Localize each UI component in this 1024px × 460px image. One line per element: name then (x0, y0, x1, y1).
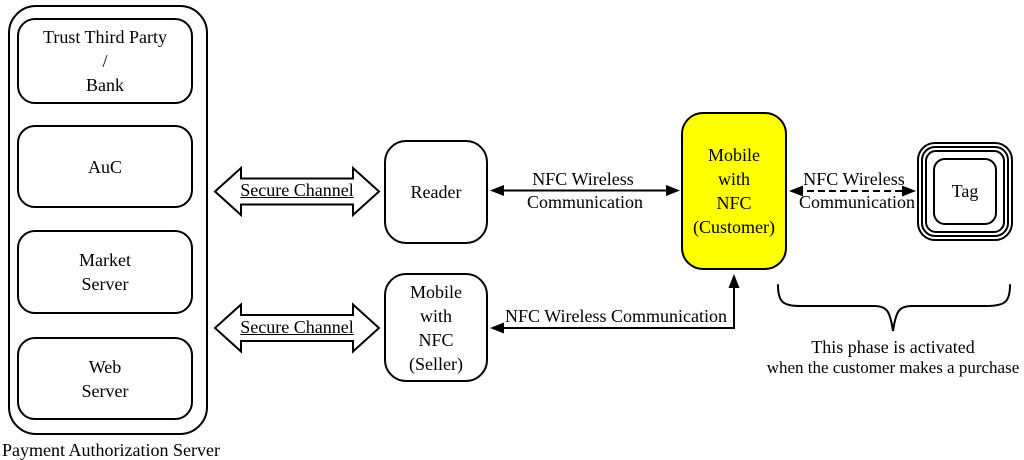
trust-third-party-bank-box: Trust Third Party / Bank (17, 18, 193, 104)
tag-ring-1: Tag (921, 146, 1009, 237)
reader-label: Reader (410, 182, 462, 202)
bank-line: Bank (86, 75, 124, 95)
phase-note-line2: when the customer makes a purchase (766, 358, 1020, 377)
mobile-customer-line4: (Customer) (693, 217, 775, 237)
payment-authorization-server-caption: Payment Authorization Server (2, 440, 220, 460)
customer-tag-label-line2: Communication (799, 192, 915, 212)
secure-channel-bottom-label: Secure Channel (240, 317, 354, 337)
web-server-line1: Web (88, 356, 122, 377)
mobile-customer-box: Mobile with NFC (Customer) (681, 112, 787, 270)
mobile-customer-line1: Mobile (708, 145, 760, 165)
customer-tag-label-line1: NFC Wireless (803, 169, 905, 189)
phase-note-line1: This phase is activated (811, 337, 975, 357)
reader-box: Reader (384, 140, 488, 244)
web-server-line2: Server (81, 380, 129, 401)
market-server-line2: Server (81, 274, 129, 294)
tag-inner-box: Tag (933, 158, 997, 225)
auc-box: AuC (17, 125, 193, 208)
reader-customer-label-line2: Communication (527, 192, 643, 212)
mobile-seller-line2: with (419, 305, 452, 326)
mobile-seller-line3: NFC (418, 329, 454, 350)
mobile-seller-line1: Mobile (410, 281, 462, 302)
reader-customer-label-line1: NFC Wireless (532, 169, 634, 189)
customer-seller-arrowhead-up (728, 274, 740, 288)
mobile-seller-box: Mobile with NFC (Seller) (384, 273, 488, 382)
market-server-line1: Market (79, 250, 131, 270)
market-server-box: Market Server (17, 230, 193, 314)
slash-line: / (102, 51, 108, 71)
tag-ring-2: Tag (925, 150, 1005, 233)
tag-label: Tag (951, 181, 979, 201)
mobile-customer-line2: with (717, 169, 750, 189)
auc-label: AuC (87, 156, 122, 177)
mobile-seller-line4: (Seller) (409, 353, 463, 374)
web-server-box: Web Server (17, 337, 193, 420)
trust-third-party-line: Trust Third Party (42, 27, 168, 47)
customer-seller-label: NFC Wireless Communication (505, 306, 727, 326)
reader-customer-arrowhead-left (490, 185, 504, 196)
mobile-customer-line3: NFC (716, 193, 752, 213)
phase-brace (777, 284, 1011, 332)
reader-customer-arrowhead-right (666, 185, 680, 196)
tag-box: Tag (917, 142, 1013, 241)
secure-channel-top-label: Secure Channel (240, 180, 354, 200)
